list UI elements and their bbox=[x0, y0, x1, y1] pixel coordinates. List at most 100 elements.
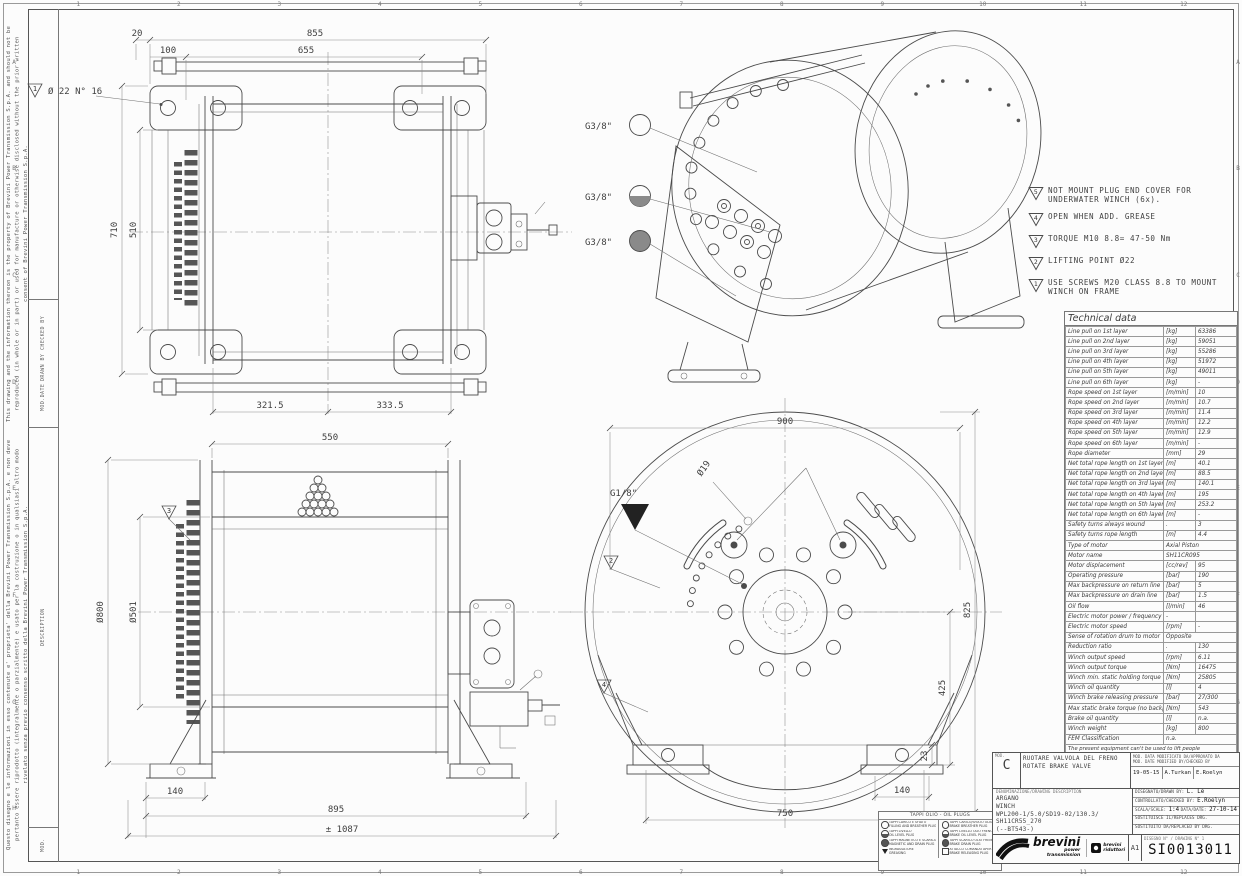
tech-row: Winch brake releasing pressure[bar]27/30… bbox=[1065, 692, 1237, 704]
circle-filled-icon bbox=[881, 839, 889, 847]
tech-row-unit: [mm] bbox=[1163, 448, 1196, 460]
tech-row-unit: [rpm] bbox=[1163, 651, 1196, 664]
tech-row-unit: [bar] bbox=[1163, 590, 1196, 603]
grid-row-label: C bbox=[12, 272, 16, 280]
drawing-description-line3: WPL200-1/5.0/SD19-02/130.3/ bbox=[996, 810, 1099, 818]
tech-row: Rope diameter[mm]29 bbox=[1065, 448, 1237, 460]
grid-col-label: 12 bbox=[1180, 869, 1188, 876]
tech-row-value: 49011 bbox=[1195, 366, 1237, 378]
tech-row: Winch weight[kg]800 bbox=[1065, 723, 1237, 735]
revision-date: 19-05-15 bbox=[1131, 767, 1163, 779]
tech-row-value: Opposite bbox=[1163, 631, 1237, 643]
revision-meta: MOD. DATA MODIFICATO DA/APPROVATO DA MOD… bbox=[1131, 753, 1239, 788]
tech-row: Rope speed on 5th layer[m/min]12.9 bbox=[1065, 427, 1237, 440]
tech-row-value: 4.4 bbox=[1195, 529, 1237, 541]
tech-row-unit: [m/min] bbox=[1163, 397, 1196, 409]
grid-row-label: D bbox=[1236, 378, 1240, 386]
revision-strip-header-cell: MOD.DATE DRAWN BY CHECKED BY bbox=[28, 299, 58, 427]
tech-row-value: Axial Piston bbox=[1163, 539, 1237, 552]
tech-row: Line pull on 2nd layer[kg]59051 bbox=[1065, 336, 1237, 348]
grid-row-label: G bbox=[12, 698, 16, 706]
dim-550: 550 bbox=[322, 433, 338, 443]
tech-row-value: 195 bbox=[1195, 488, 1237, 501]
dim-750: 750 bbox=[777, 809, 793, 819]
tech-row-label: Winch output torque bbox=[1065, 662, 1164, 674]
flange-holes bbox=[686, 525, 743, 608]
drawing-description-line2: WINCH bbox=[996, 802, 1016, 810]
tech-row-unit: [l] bbox=[1163, 682, 1196, 694]
grid-row-label: F bbox=[12, 591, 16, 599]
tech-row-unit: [Nm] bbox=[1163, 662, 1196, 674]
brevini-wordmark: brevini bbox=[1033, 835, 1081, 850]
grid-col-label: 11 bbox=[1079, 1, 1087, 8]
tech-row: Motor displacement[cc/rev]95 bbox=[1065, 560, 1237, 572]
grid-col-label: 12 bbox=[1180, 1, 1188, 8]
tech-row-value: 25805 bbox=[1195, 672, 1237, 684]
tech-row-label: Line pull on 4th layer bbox=[1065, 356, 1164, 368]
tech-row: Rope speed on 3rd layer[m/min]11.4 bbox=[1065, 407, 1237, 419]
grid-row-label: C bbox=[1236, 272, 1240, 280]
tech-row: Winch oil quantity[l]4 bbox=[1065, 682, 1237, 694]
note-item: 3 TORQUE M10 8.8= 47-50 Nm bbox=[1028, 234, 1236, 249]
note-flag-icon: 2 bbox=[1028, 256, 1048, 271]
tech-row-label: Max static brake torque (no backpressure… bbox=[1065, 702, 1164, 715]
dim-800: Ø800 bbox=[95, 601, 106, 623]
port-3-symbol-circle-filled bbox=[629, 230, 651, 252]
tech-row-label: Winch oil quantity bbox=[1065, 682, 1164, 694]
title-block: MOD. C RUOTARE VALVOLA DEL FRENO ROTATE … bbox=[992, 752, 1240, 864]
tech-row: Winch output speed[rpm]6.11 bbox=[1065, 651, 1237, 664]
tech-row-unit: [rpm] bbox=[1163, 621, 1196, 633]
iso-rear-dots bbox=[914, 79, 1021, 123]
checked-by-value: E.Roelyn bbox=[1197, 798, 1226, 804]
tech-row-value: 190 bbox=[1195, 570, 1237, 582]
port-callouts: G3/8" G3/8" G3/8" bbox=[585, 114, 771, 297]
dim-825: 825 bbox=[963, 602, 973, 618]
tech-row-value: - bbox=[1195, 438, 1237, 450]
dim-321-5: 321.5 bbox=[256, 401, 283, 411]
tech-row-value: n.a. bbox=[1163, 733, 1237, 745]
svg-text:3: 3 bbox=[1034, 236, 1038, 244]
dim-rope-hole-19: Ø19 bbox=[695, 459, 713, 479]
tech-row-unit: [kg] bbox=[1163, 366, 1196, 378]
tech-row-label: Safety turns rope length bbox=[1065, 529, 1164, 541]
dim-140-front: 140 bbox=[894, 786, 910, 796]
revision-strip-description-cell: DESCRIPTION bbox=[28, 427, 58, 827]
grid-col-label: 3 bbox=[277, 869, 282, 876]
tech-row: Line pull on 6th layer[kg]- bbox=[1065, 376, 1237, 389]
tech-row-label: Line pull on 2nd layer bbox=[1065, 336, 1164, 348]
grid-col-label: 4 bbox=[377, 1, 382, 8]
revision-description-en: ROTATE BRAKE VALVE bbox=[1023, 764, 1092, 771]
tech-row-value: 95 bbox=[1195, 560, 1237, 572]
date-value: 27-10-14 bbox=[1209, 807, 1237, 813]
tech-row-unit: [m] bbox=[1163, 458, 1196, 470]
grease-symbol-triangle bbox=[621, 504, 649, 530]
tech-row: Operating pressure[bar]190 bbox=[1065, 570, 1237, 582]
tech-row-unit: [m] bbox=[1163, 488, 1196, 501]
circle-empty-icon bbox=[881, 821, 889, 829]
tech-row-label: FEM Classification bbox=[1065, 733, 1164, 745]
tech-row-unit: [cc/rev] bbox=[1163, 560, 1196, 572]
drawing-description-line5: (--BT543-) bbox=[996, 826, 1035, 834]
revision-letter-cell: MOD. C bbox=[993, 753, 1021, 788]
tech-row-unit: - bbox=[1163, 611, 1196, 623]
tech-row-value: 140.1 bbox=[1195, 478, 1237, 491]
tech-row-value: 51972 bbox=[1195, 356, 1237, 368]
tech-row-label: Line pull on 1st layer bbox=[1065, 325, 1164, 338]
view-front: Ø19 G1/8" 2 4 bbox=[570, 398, 1002, 828]
drawing-number: SI0013011 bbox=[1148, 842, 1233, 858]
revision-modified-by: A.Turkan bbox=[1163, 767, 1194, 779]
tech-row-value: 800 bbox=[1195, 723, 1237, 735]
tech-row-label: Electric motor power / frequency bbox=[1065, 611, 1164, 623]
hub-bolt-circle bbox=[717, 547, 853, 677]
dim-510: 510 bbox=[129, 222, 139, 238]
dim-895: 895 bbox=[328, 805, 344, 815]
tech-row-unit: [bar] bbox=[1163, 570, 1196, 582]
note-text: TORQUE M10 8.8= 47-50 Nm bbox=[1048, 233, 1171, 243]
